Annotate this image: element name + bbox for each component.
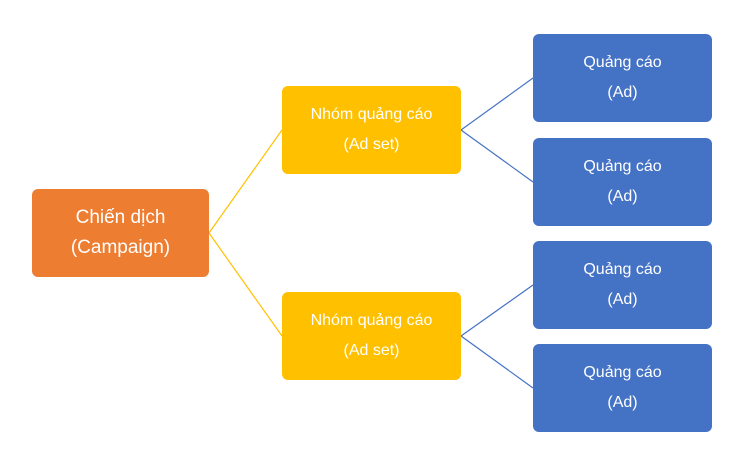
ad-node[interactable]: Quảng cáo (Ad): [533, 34, 712, 122]
ad-label: Quảng cáo: [583, 364, 662, 381]
ad-node[interactable]: Quảng cáo (Ad): [533, 241, 712, 329]
ad-set-sublabel: (Ad set): [343, 342, 400, 359]
ad-sublabel: (Ad): [607, 291, 638, 308]
connector-adset-1-ad-2: [460, 129, 534, 183]
campaign-node[interactable]: Chiến dịch (Campaign): [32, 189, 209, 277]
connector-adset-1-ad-1: [460, 77, 534, 131]
ad-set-node[interactable]: Nhóm quảng cáo (Ad set): [282, 292, 461, 380]
ad-sublabel: (Ad): [607, 394, 638, 411]
ad-sublabel: (Ad): [607, 188, 638, 205]
connector-campaign-adset-2: [208, 232, 283, 337]
ad-label: Quảng cáo: [583, 54, 662, 71]
ad-label: Quảng cáo: [583, 261, 662, 278]
campaign-label: Chiến dịch: [75, 207, 166, 228]
ad-set-label: Nhóm quảng cáo: [310, 312, 433, 329]
ad-sublabel: (Ad): [607, 84, 638, 101]
ad-node[interactable]: Quảng cáo (Ad): [533, 138, 712, 226]
ad-label: Quảng cáo: [583, 158, 662, 175]
connector-adset-2-ad-4: [460, 335, 534, 389]
ad-set-sublabel: (Ad set): [343, 136, 400, 153]
ad-set-node[interactable]: Nhóm quảng cáo (Ad set): [282, 86, 461, 174]
ad-set-label: Nhóm quảng cáo: [310, 106, 433, 123]
ad-node[interactable]: Quảng cáo (Ad): [533, 344, 712, 432]
connector-campaign-adset-1: [208, 129, 283, 234]
connector-adset-2-ad-3: [460, 284, 534, 337]
campaign-sublabel: (Campaign): [70, 237, 171, 258]
